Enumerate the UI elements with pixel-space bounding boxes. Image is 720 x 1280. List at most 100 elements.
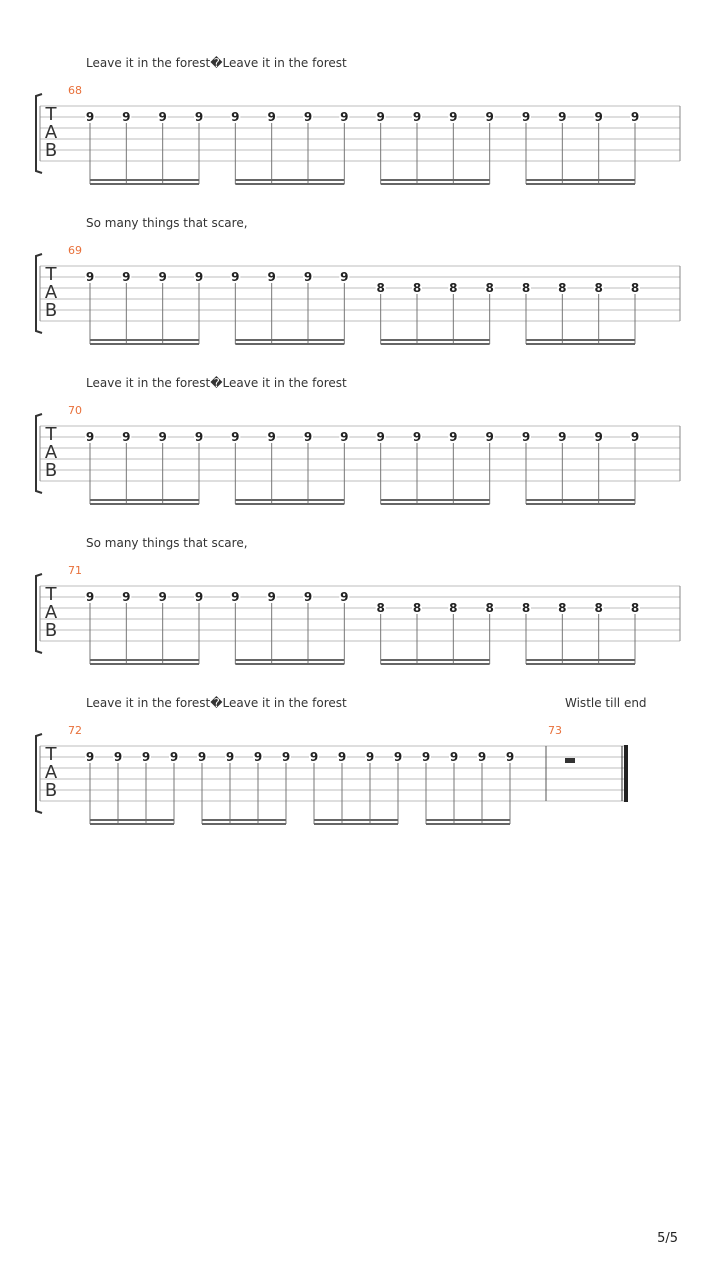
fret-number: 8 bbox=[376, 281, 384, 295]
fret-bg bbox=[521, 431, 531, 443]
fret-number: 9 bbox=[304, 430, 312, 444]
measure-number: 72 bbox=[68, 724, 82, 737]
fret-bg bbox=[121, 111, 132, 123]
fret-number: 9 bbox=[558, 110, 566, 124]
fret-bg bbox=[303, 111, 313, 123]
fret-bg bbox=[121, 271, 132, 283]
fret-bg bbox=[477, 751, 487, 763]
fret-bg bbox=[449, 751, 459, 763]
fret-number: 8 bbox=[631, 601, 639, 615]
fret-bg bbox=[230, 431, 241, 443]
fret-number: 9 bbox=[485, 110, 493, 124]
fret-bg bbox=[375, 282, 386, 294]
fret-number: 9 bbox=[122, 590, 130, 604]
fret-bg bbox=[421, 751, 431, 763]
fret-number: 9 bbox=[413, 110, 421, 124]
fret-bg bbox=[225, 751, 235, 763]
fret-number: 9 bbox=[267, 110, 275, 124]
fret-bg bbox=[521, 602, 531, 614]
fret-number: 8 bbox=[485, 281, 493, 295]
fret-bg bbox=[169, 751, 179, 763]
fret-number: 9 bbox=[282, 750, 290, 764]
fret-number: 9 bbox=[195, 430, 203, 444]
fret-bg bbox=[630, 602, 640, 614]
fret-number: 9 bbox=[449, 430, 457, 444]
fret-number: 9 bbox=[413, 430, 421, 444]
fret-bg bbox=[157, 431, 168, 443]
page-number: 5/5 bbox=[657, 1231, 678, 1246]
fret-bg bbox=[194, 271, 204, 283]
fret-bg bbox=[230, 111, 241, 123]
fret-number: 9 bbox=[195, 590, 203, 604]
tab-clef-letter: B bbox=[45, 460, 57, 481]
fret-number: 9 bbox=[304, 590, 312, 604]
fret-number: 8 bbox=[631, 281, 639, 295]
fret-bg bbox=[197, 751, 207, 763]
fret-bg bbox=[266, 271, 277, 283]
fret-number: 9 bbox=[158, 110, 166, 124]
fret-number: 9 bbox=[340, 110, 348, 124]
fret-bg bbox=[281, 751, 291, 763]
tab-clef-letter: A bbox=[45, 762, 58, 783]
fret-bg bbox=[484, 431, 495, 443]
tab-clef-letter: A bbox=[45, 602, 58, 623]
fret-bg bbox=[521, 111, 531, 123]
fret-number: 9 bbox=[226, 750, 234, 764]
fret-bg bbox=[393, 751, 403, 763]
fret-number: 9 bbox=[158, 430, 166, 444]
fret-number: 8 bbox=[449, 281, 457, 295]
fret-bg bbox=[303, 591, 313, 603]
fret-bg bbox=[157, 111, 168, 123]
fret-bg bbox=[593, 282, 604, 294]
tab-clef-letter: T bbox=[45, 424, 58, 445]
fret-number: 9 bbox=[158, 270, 166, 284]
fret-bg bbox=[339, 591, 350, 603]
fret-number: 9 bbox=[86, 430, 94, 444]
tab-clef-letter: T bbox=[45, 264, 58, 285]
fret-bg bbox=[253, 751, 263, 763]
lyric-line: So many things that scare, bbox=[86, 536, 248, 550]
fret-bg bbox=[375, 111, 386, 123]
fret-bg bbox=[337, 751, 347, 763]
fret-number: 9 bbox=[122, 270, 130, 284]
fret-bg bbox=[412, 282, 422, 294]
fret-bg bbox=[141, 751, 151, 763]
fret-bg bbox=[375, 602, 386, 614]
fret-number: 9 bbox=[594, 110, 602, 124]
fret-bg bbox=[194, 431, 204, 443]
tab-clef-letter: B bbox=[45, 780, 57, 801]
fret-bg bbox=[557, 431, 568, 443]
fret-number: 9 bbox=[267, 270, 275, 284]
measure-number: 71 bbox=[68, 564, 82, 577]
fret-number: 9 bbox=[422, 750, 430, 764]
fret-bg bbox=[266, 111, 277, 123]
fret-number: 8 bbox=[485, 601, 493, 615]
fret-number: 9 bbox=[506, 750, 514, 764]
fret-bg bbox=[85, 751, 95, 763]
fret-number: 8 bbox=[413, 601, 421, 615]
fret-number: 9 bbox=[450, 750, 458, 764]
rest-symbol bbox=[565, 758, 575, 763]
fret-number: 8 bbox=[522, 601, 530, 615]
measure-number: 70 bbox=[68, 404, 82, 417]
fret-bg bbox=[484, 111, 495, 123]
fret-number: 9 bbox=[485, 430, 493, 444]
fret-bg bbox=[448, 282, 459, 294]
lyric-annotation: Wistle till end bbox=[565, 696, 647, 710]
fret-number: 9 bbox=[195, 110, 203, 124]
fret-number: 9 bbox=[86, 590, 94, 604]
fret-number: 9 bbox=[122, 110, 130, 124]
fret-bg bbox=[121, 431, 132, 443]
fret-bg bbox=[121, 591, 132, 603]
fret-number: 8 bbox=[594, 601, 602, 615]
system-bracket bbox=[35, 413, 43, 494]
fret-number: 9 bbox=[114, 750, 122, 764]
fret-bg bbox=[630, 431, 640, 443]
fret-number: 9 bbox=[340, 430, 348, 444]
fret-number: 9 bbox=[195, 270, 203, 284]
fret-number: 9 bbox=[170, 750, 178, 764]
